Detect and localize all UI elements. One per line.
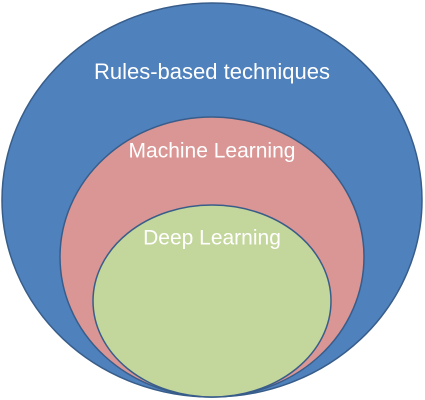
label-rules-based-techniques: Rules-based techniques	[94, 59, 330, 84]
label-machine-learning: Machine Learning	[129, 140, 296, 163]
label-deep-learning: Deep Learning	[143, 227, 281, 250]
inner-circle-deep-learning	[92, 204, 332, 398]
